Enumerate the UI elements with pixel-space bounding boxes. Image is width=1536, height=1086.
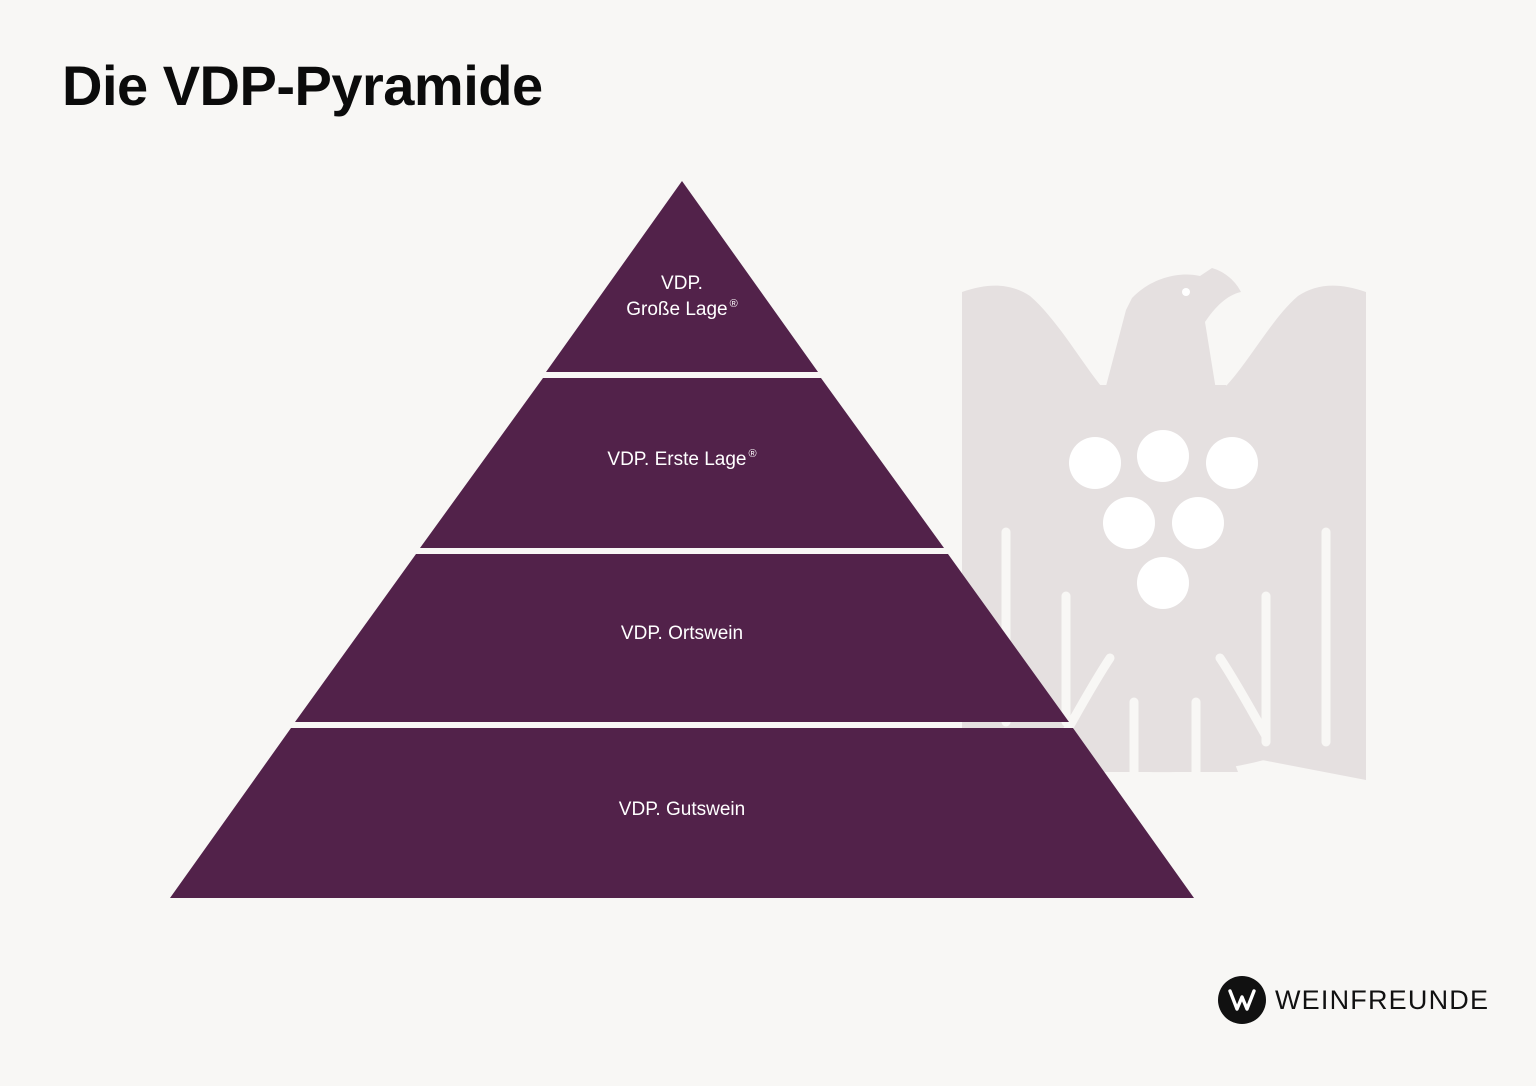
pyramid-tier-ortswein <box>295 554 1069 722</box>
eagle-feather-lines <box>1001 527 1331 777</box>
pyramid <box>170 181 1194 898</box>
grape <box>1172 497 1224 549</box>
tier-label-erste-lage: VDP. Erste Lage® <box>607 448 756 470</box>
grape <box>1069 437 1121 489</box>
grape <box>1206 437 1258 489</box>
tier-label-gutswein: VDP. Gutswein <box>619 799 745 820</box>
tier-label-grosse-lage-line1: VDP. <box>661 273 703 294</box>
brand-logo: WEINFREUNDE <box>1218 976 1489 1024</box>
grape <box>1103 497 1155 549</box>
tier-label-grosse-lage-line2: Große Lage® <box>626 298 738 320</box>
grape <box>1137 430 1189 482</box>
brand-name: WEINFREUNDE <box>1275 984 1490 1015</box>
grape <box>1137 557 1189 609</box>
page-title: Die VDP-Pyramide <box>62 54 543 117</box>
tier-label-ortswein: VDP. Ortswein <box>621 623 743 644</box>
pyramid-tier-gutswein <box>170 728 1194 898</box>
pyramid-tier-erste-lage <box>420 378 944 548</box>
eagle-eye <box>1182 288 1190 296</box>
grape-cluster-icon <box>1069 430 1258 609</box>
pyramid-tier-grosse-lage <box>546 181 818 372</box>
weinfreunde-logo-icon <box>1218 976 1266 1024</box>
